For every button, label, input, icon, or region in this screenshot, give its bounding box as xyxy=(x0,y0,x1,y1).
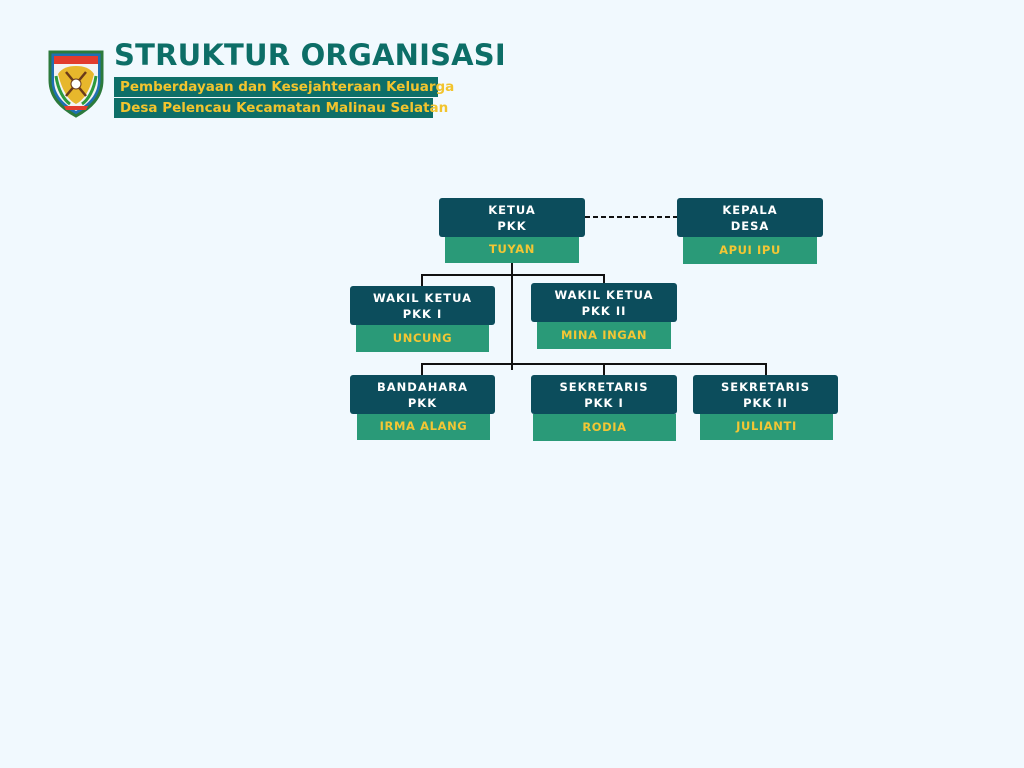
role-wakil-ketua-1: WAKIL KETUA PKK I xyxy=(350,286,495,325)
role-sekretaris-1: SEKRETARIS PKK I xyxy=(531,375,677,414)
role-bendahara: BANDAHARA PKK xyxy=(350,375,495,414)
name-wakil-ketua-1: UNCUNG xyxy=(356,325,489,352)
name-ketua-pkk: TUYAN xyxy=(445,236,579,263)
name-sekretaris-2: JULIANTI xyxy=(700,413,833,440)
page-title: STRUKTUR ORGANISASI xyxy=(114,38,506,72)
name-wakil-ketua-2: MINA INGAN xyxy=(537,322,671,349)
role-wakil-ketua-2: WAKIL KETUA PKK II xyxy=(531,283,677,322)
subtitle-line-2: Desa Pelencau Kecamatan Malinau Selatan xyxy=(114,98,448,118)
malinau-emblem-logo xyxy=(48,50,104,118)
name-bendahara: IRMA ALANG xyxy=(357,413,490,440)
role-kepala-desa: KEPALA DESA xyxy=(677,198,823,237)
subtitle-line-1: Pemberdayaan dan Kesejahteraan Keluarga xyxy=(114,77,454,97)
role-sekretaris-2: SEKRETARIS PKK II xyxy=(693,375,838,414)
name-kepala-desa: APUI IPU xyxy=(683,237,817,264)
role-ketua-pkk: KETUA PKK xyxy=(439,198,585,237)
name-sekretaris-1: RODIA xyxy=(533,414,676,441)
